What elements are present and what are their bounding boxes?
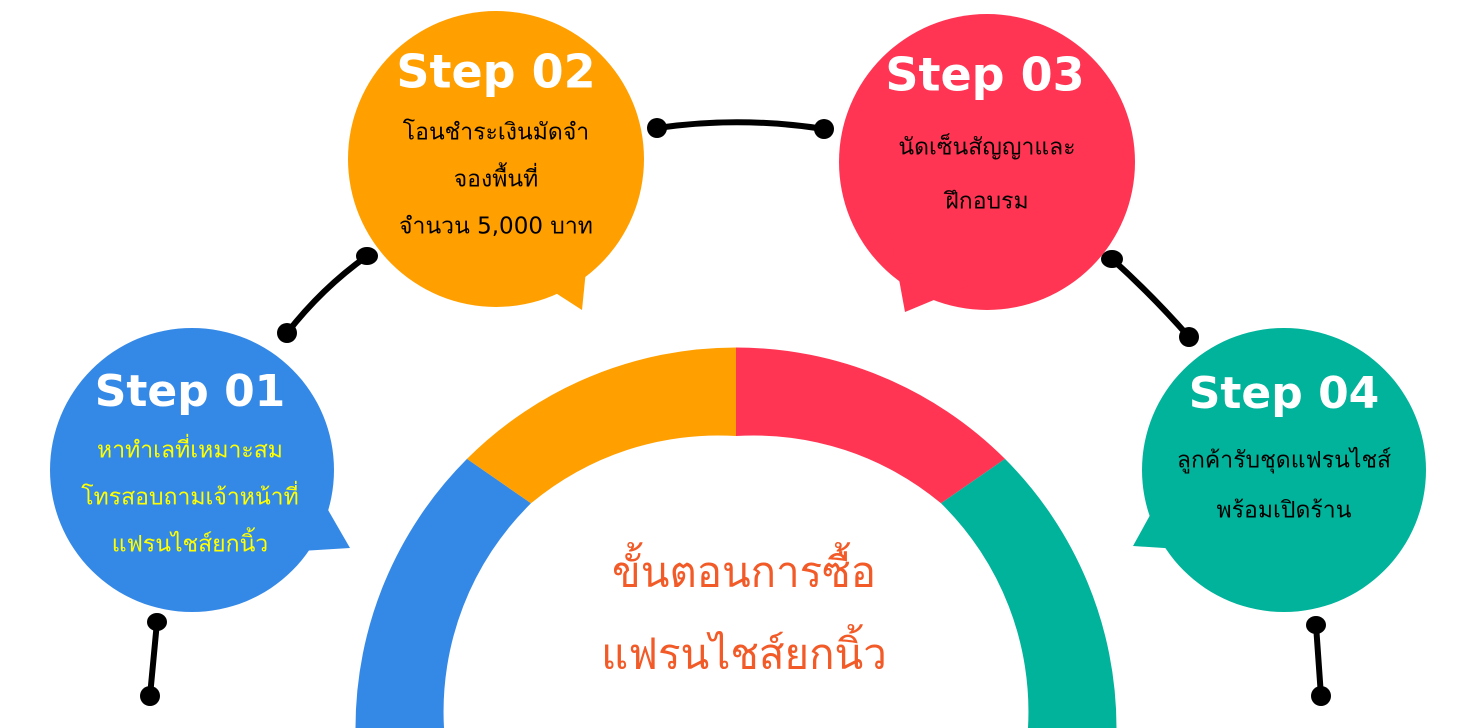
- step-02-title: Step 02: [396, 45, 595, 99]
- step-02-tail: [520, 230, 590, 310]
- step-04-bubble: Step 04 ลูกค้ารับชุดแฟรนไชส์ พร้อมเปิดร้…: [1133, 328, 1426, 612]
- connector-step-03-04: [1101, 250, 1199, 347]
- step-03-circle: [839, 14, 1135, 310]
- step-02-line-3: จำนวน 5,000 บาท: [399, 214, 593, 240]
- step-01-title: Step 01: [95, 366, 286, 417]
- step-01-bubble: Step 01 หาทำเลที่เหมาะสม โทรสอบถามเจ้าหน…: [50, 328, 350, 612]
- center-title-line-2: แฟรนไชส์ยกนิ้ว: [601, 624, 887, 679]
- step-02-bubble: Step 02 โอนชำระเงินมัดจำ จองพื้นที่ จำนว…: [348, 11, 644, 310]
- step-04-line-2: พร้อมเปิดร้าน: [1217, 498, 1352, 524]
- arc-segment-step-02: [467, 347, 736, 504]
- arc-segment-step-04: [941, 458, 1117, 728]
- connector-step-01-down: [140, 613, 167, 706]
- connectors: [140, 118, 1331, 706]
- step-04-tail: [1133, 470, 1195, 550]
- arc-segment-step-01: [355, 458, 531, 728]
- step-02-circle: [348, 11, 644, 307]
- connector-step-01-02: [277, 247, 378, 343]
- step-03-tail: [890, 230, 970, 312]
- progress-arc: [355, 347, 1117, 728]
- step-02-line-1: โอนชำระเงินมัดจำ: [403, 119, 589, 146]
- step-03-bubble: Step 03 นัดเซ็นสัญญาและ ฝึกอบรม: [839, 14, 1135, 312]
- arc-segment-step-03: [736, 347, 1005, 504]
- step-01-line-3: แฟรนไชส์ยกนิ้ว: [112, 528, 268, 558]
- connector-step-02-03: [647, 118, 834, 139]
- step-01-line-1: หาทำเลที่เหมาะสม: [97, 434, 283, 464]
- step-04-line-1: ลูกค้ารับชุดแฟรนไชส์: [1177, 447, 1391, 474]
- step-02-line-2: จองพื้นที่: [454, 163, 539, 193]
- connector-step-04-down: [1306, 616, 1331, 706]
- center-title-line-1: ขั้นตอนการซื้อ: [612, 542, 876, 597]
- step-03-line-2: ฝึกอบรม: [943, 189, 1028, 215]
- step-04-title: Step 04: [1189, 368, 1380, 419]
- step-03-title: Step 03: [885, 48, 1084, 102]
- step-04-circle: [1142, 328, 1426, 612]
- step-01-circle: [50, 328, 334, 612]
- step-03-line-1: นัดเซ็นสัญญาและ: [898, 132, 1075, 161]
- step-01-tail: [285, 470, 350, 552]
- step-01-line-2: โทรสอบถามเจ้าหน้าที่: [81, 481, 299, 511]
